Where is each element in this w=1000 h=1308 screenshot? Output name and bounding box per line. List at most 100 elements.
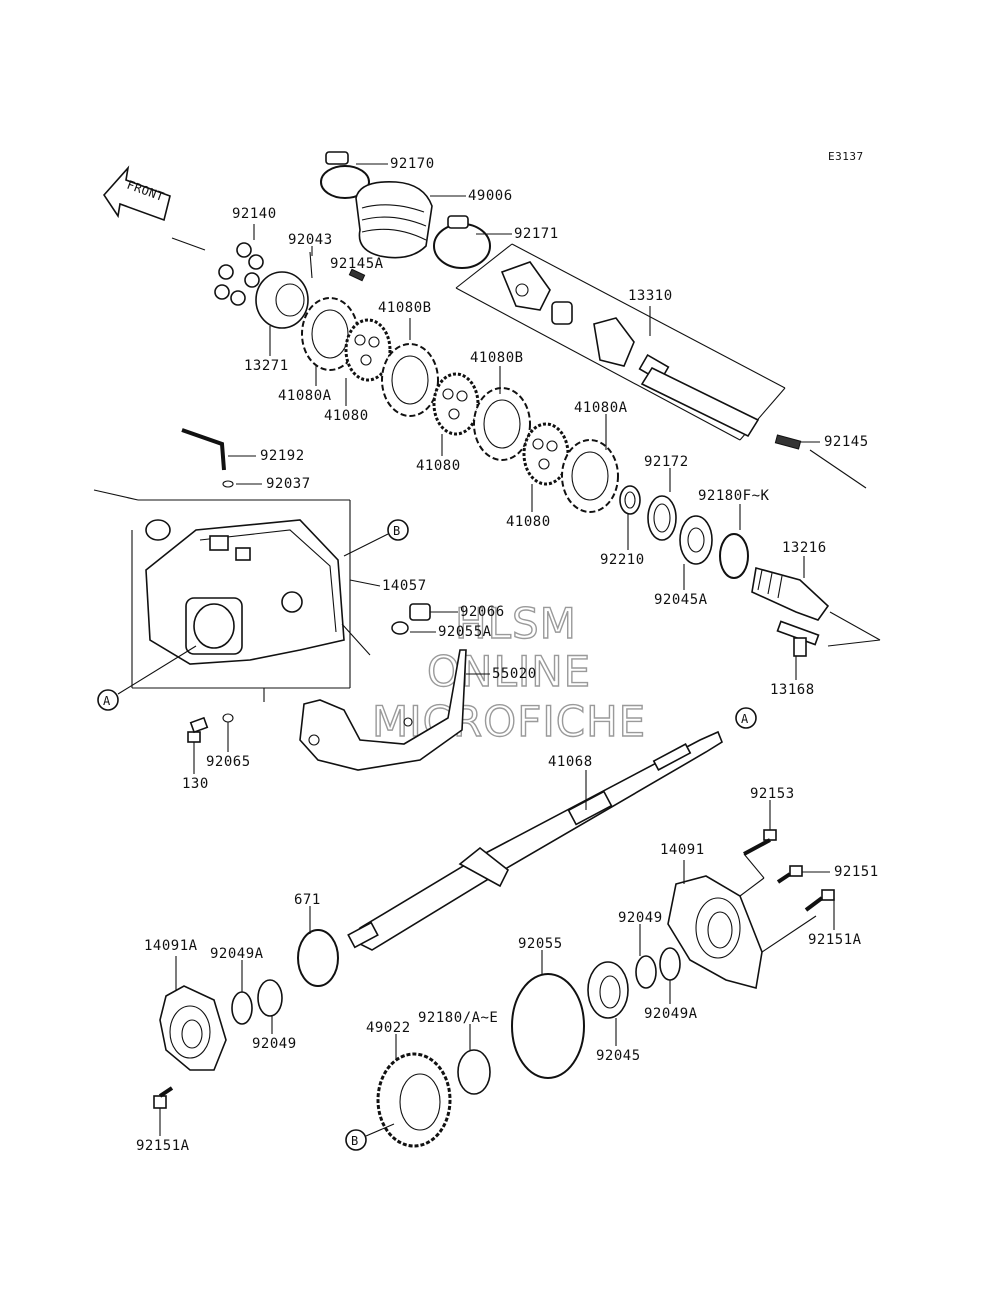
diagram-code: E3137 <box>828 150 864 163</box>
label-92049-right: 92049 <box>618 910 663 926</box>
label-92145a: 92145A <box>330 256 384 272</box>
label-92065: 92065 <box>206 754 251 770</box>
label-92043: 92043 <box>288 232 333 248</box>
bearings-right-icon <box>619 485 749 579</box>
housing-leader <box>349 579 381 587</box>
label-41080-1: 41080 <box>324 408 369 424</box>
stud-13168-icon <box>776 620 820 657</box>
label-92171: 92171 <box>514 226 559 242</box>
pinion-13216-icon <box>751 566 830 621</box>
callout-a-right: A <box>735 707 757 729</box>
stud-leader <box>827 639 881 647</box>
label-92180ae: 92180/A~E <box>418 1010 498 1026</box>
pin-92043-icon <box>309 251 313 279</box>
breather-92192-icon <box>181 428 226 471</box>
label-14091a: 14091A <box>144 938 198 954</box>
bolt-92153-icon <box>743 829 777 856</box>
label-92140: 92140 <box>232 206 277 222</box>
label-41080a-1: 41080A <box>278 388 332 404</box>
label-14091: 14091 <box>660 842 705 858</box>
cover-14091-icon <box>667 853 817 989</box>
pinion-leader-a <box>829 611 881 641</box>
label-92045: 92045 <box>596 1048 641 1064</box>
o-ring-92055-icon <box>511 973 585 1079</box>
callout-a-bottom: A <box>97 689 119 711</box>
boot-49006-icon <box>355 181 433 259</box>
label-92180fk: 92180F~K <box>698 488 770 504</box>
label-92066: 92066 <box>460 604 505 620</box>
label-13271: 13271 <box>244 358 289 374</box>
callout-b-bottom-leader <box>365 1123 395 1137</box>
label-49006: 49006 <box>468 188 513 204</box>
seal-92049-left-icon <box>257 979 283 1017</box>
label-130: 130 <box>182 776 209 792</box>
plug-92066-icon <box>409 603 431 621</box>
label-92151a-left: 92151A <box>136 1138 190 1154</box>
front-arrow-icon: FRONT <box>102 165 206 251</box>
cam-13271-icon <box>255 271 309 329</box>
shim-92180-icon <box>457 1049 491 1095</box>
label-92210: 92210 <box>600 552 645 568</box>
label-92192: 92192 <box>260 448 305 464</box>
bolt-92151-icon <box>776 865 803 884</box>
seal-92049a-left-icon <box>231 991 253 1025</box>
callout-b-bottom: B <box>345 1129 367 1151</box>
label-92049a-left: 92049A <box>210 946 264 962</box>
bearing-92045-icon <box>587 961 629 1019</box>
balls-92140-icon <box>214 242 264 306</box>
o-ring-92055a-icon <box>391 621 409 635</box>
ring-gear-49022-icon <box>376 1052 452 1148</box>
seal-92049a-right-icon <box>659 947 681 981</box>
label-41080b-2: 41080B <box>470 350 524 366</box>
seal-92049-right-icon <box>635 955 657 989</box>
label-92055: 92055 <box>518 936 563 952</box>
shaft-41068-icon <box>347 730 723 951</box>
clutch-plates-icon <box>301 297 619 513</box>
label-92055a: 92055A <box>438 624 492 640</box>
label-92049-left: 92049 <box>252 1036 297 1052</box>
part-labels: 92170 49006 92171 92140 92043 92145A 133… <box>136 156 879 1154</box>
cover-14091a-icon <box>159 985 227 1071</box>
svg-text:A: A <box>103 694 111 708</box>
bracket-55020-icon <box>299 649 467 771</box>
label-92153: 92153 <box>750 786 795 802</box>
bolt-130-icon <box>187 716 209 743</box>
label-41068: 41068 <box>548 754 593 770</box>
label-14057: 14057 <box>382 578 427 594</box>
label-13216: 13216 <box>782 540 827 556</box>
bolt-92145-icon <box>774 434 867 489</box>
washer-92065-icon <box>222 713 234 723</box>
callout-b-leader <box>343 533 389 557</box>
universal-joint-13310-icon <box>500 261 760 438</box>
svg-text:B: B <box>351 1134 359 1148</box>
label-41080b-1: 41080B <box>378 300 432 316</box>
bolt-92151a-left-icon <box>153 1086 174 1109</box>
label-49022: 49022 <box>366 1020 411 1036</box>
label-41080-3: 41080 <box>506 514 551 530</box>
leader-lines <box>159 163 835 1136</box>
label-92045a: 92045A <box>654 592 708 608</box>
label-92170: 92170 <box>390 156 435 172</box>
clamp-92170-icon <box>320 151 370 199</box>
watermark-line-1: HLSM <box>455 599 577 648</box>
label-92145: 92145 <box>824 434 869 450</box>
housing-14057-icon <box>93 489 351 689</box>
label-92172: 92172 <box>644 454 689 470</box>
svg-text:A: A <box>741 712 749 726</box>
callout-a-leader <box>117 645 197 695</box>
callout-b-top: B <box>387 519 409 541</box>
clamp-92171-icon <box>433 215 491 269</box>
label-92151: 92151 <box>834 864 879 880</box>
o-ring-92037-icon <box>222 480 234 488</box>
svg-text:B: B <box>393 524 401 538</box>
label-41080-2: 41080 <box>416 458 461 474</box>
pin-92145a-icon <box>348 268 366 282</box>
label-92151a-right: 92151A <box>808 932 862 948</box>
bolt-92151a-right-icon <box>804 889 835 912</box>
label-41080a-2: 41080A <box>574 400 628 416</box>
label-671: 671 <box>294 892 321 908</box>
label-13168: 13168 <box>770 682 815 698</box>
plug-leader <box>341 623 371 656</box>
label-55020: 55020 <box>492 666 537 682</box>
